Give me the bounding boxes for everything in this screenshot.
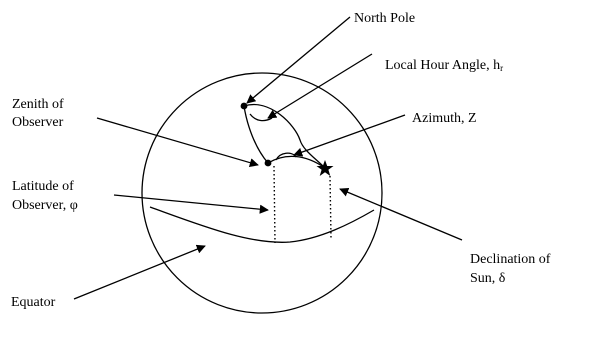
north-pole-point xyxy=(240,102,248,110)
north-pole-arrow xyxy=(246,16,351,104)
local-hour-angle-text: Local Hour Angle, h xyxy=(385,58,500,73)
hour-angle-marker xyxy=(249,113,273,122)
zenith-point xyxy=(264,159,272,167)
north-pole-label: North Pole xyxy=(354,11,415,26)
local-hour-angle-subscript: r xyxy=(500,63,503,73)
colatitude-arc xyxy=(243,105,269,164)
declination-label-line1: Declination of xyxy=(470,252,551,267)
hour-angle-arc xyxy=(243,103,326,169)
sun-star-icon xyxy=(316,160,334,176)
latitude-dotted-line xyxy=(273,165,276,244)
celestial-sphere xyxy=(141,72,383,314)
latitude-label-line2: Observer, φ xyxy=(12,198,78,213)
equator-curve xyxy=(149,206,375,243)
zenith-label-line1: Zenith of xyxy=(12,97,64,112)
declination-label-line2: Sun, δ xyxy=(470,271,506,286)
latitude-label-line1: Latitude of xyxy=(12,179,74,194)
azimuth-arrow xyxy=(293,114,406,157)
local-hour-angle-label: Local Hour Angle, hr xyxy=(385,58,503,73)
zenith-arrow xyxy=(96,117,259,168)
zenith-label-line2: Observer xyxy=(12,115,64,130)
local-hour-angle-arrow xyxy=(267,53,373,119)
equator-arrow xyxy=(73,244,206,300)
azimuth-label: Azimuth, Z xyxy=(412,111,477,126)
equator-label: Equator xyxy=(11,295,56,310)
declination-arrow xyxy=(339,187,463,241)
latitude-arrow xyxy=(113,194,269,214)
declination-dotted-line xyxy=(329,175,332,239)
